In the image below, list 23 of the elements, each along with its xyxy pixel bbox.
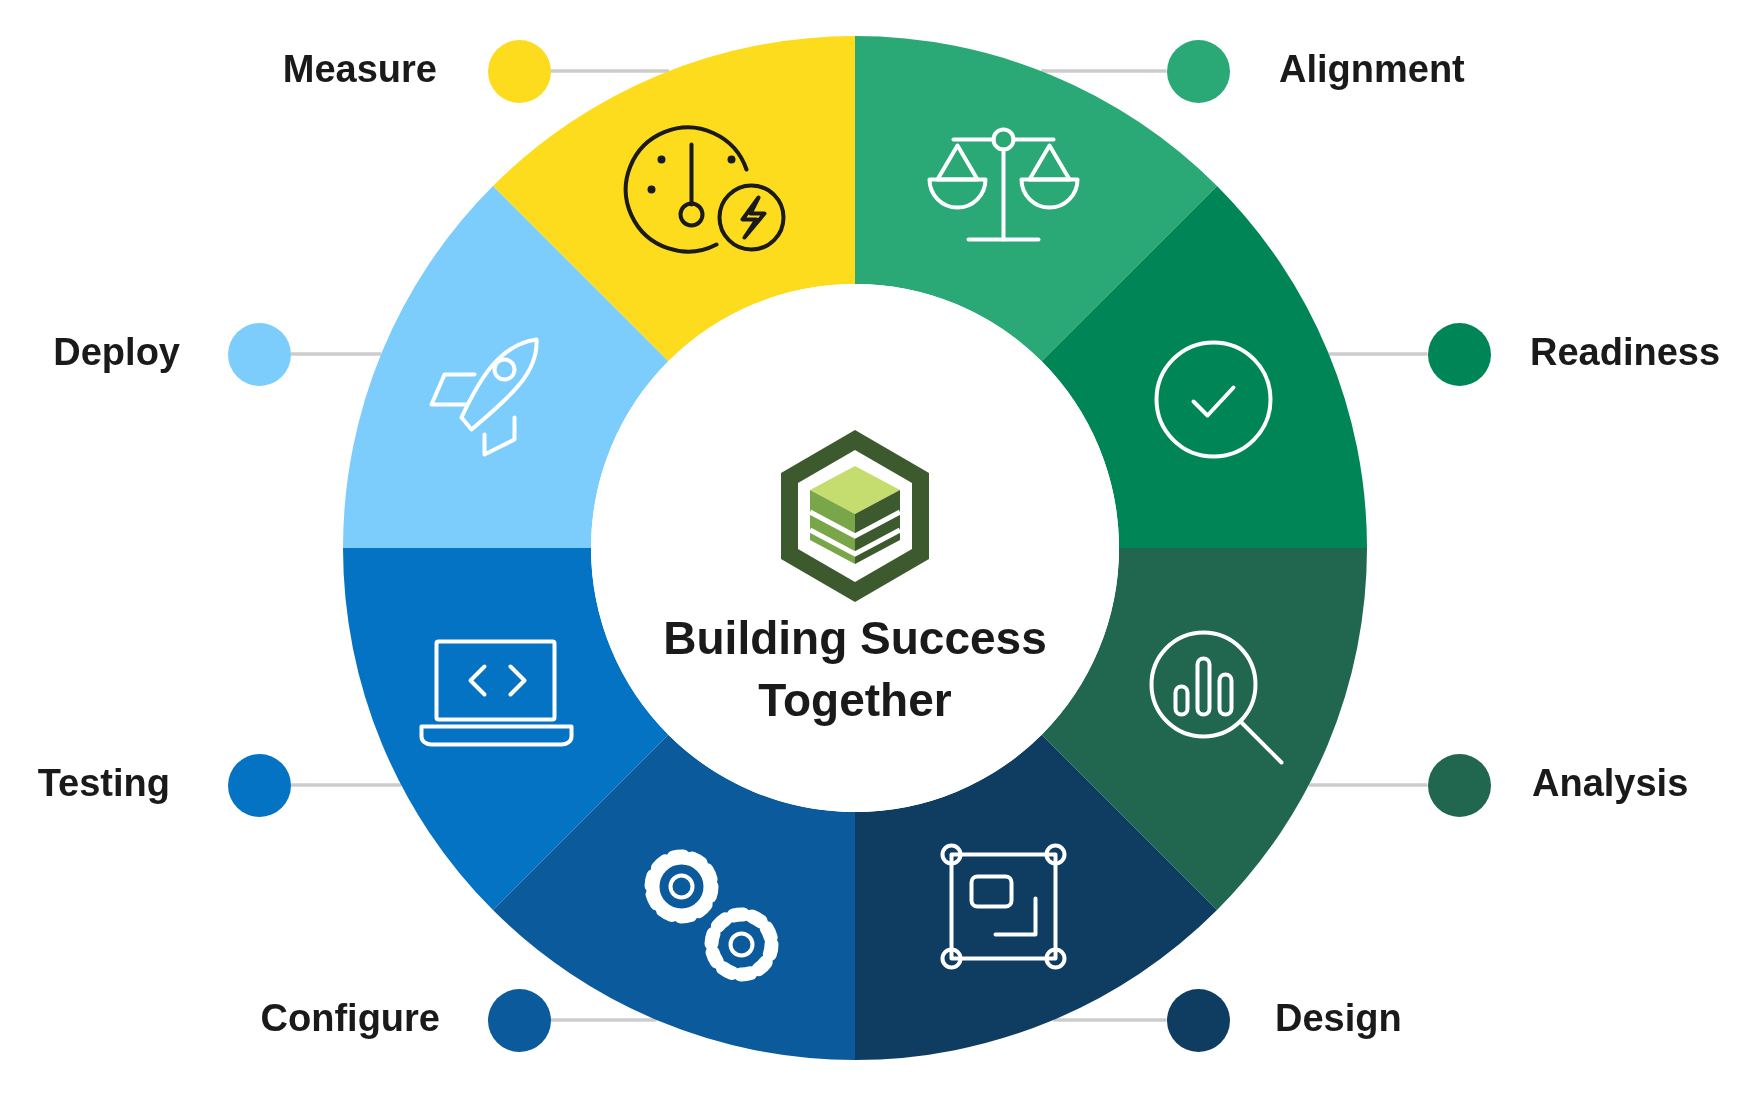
step-label: Configure	[260, 996, 440, 1040]
leader-line	[1053, 1018, 1167, 1022]
step-label: Testing	[37, 761, 170, 805]
leader-line	[290, 352, 382, 356]
leader-line	[1041, 69, 1167, 73]
step-label: Measure	[282, 47, 437, 91]
step-label: Readiness	[1530, 330, 1721, 374]
leader-line	[550, 69, 669, 73]
ring-segment	[855, 734, 1218, 1060]
step-label: Deploy	[53, 330, 180, 374]
leader-line	[550, 1018, 657, 1022]
ring-segment	[492, 734, 855, 1060]
leader-line	[290, 783, 402, 787]
ring-segment	[1041, 185, 1367, 548]
step-label: Design	[1275, 996, 1402, 1040]
ring-segment	[492, 36, 855, 362]
center-title: Building Success Together	[662, 611, 1048, 728]
leader-line	[1328, 352, 1428, 356]
step-label: Analysis	[1532, 761, 1689, 805]
ring-segment	[343, 185, 669, 548]
leader-line	[1308, 783, 1428, 787]
step-label: Alignment	[1279, 47, 1465, 91]
ring-segment	[855, 36, 1218, 362]
